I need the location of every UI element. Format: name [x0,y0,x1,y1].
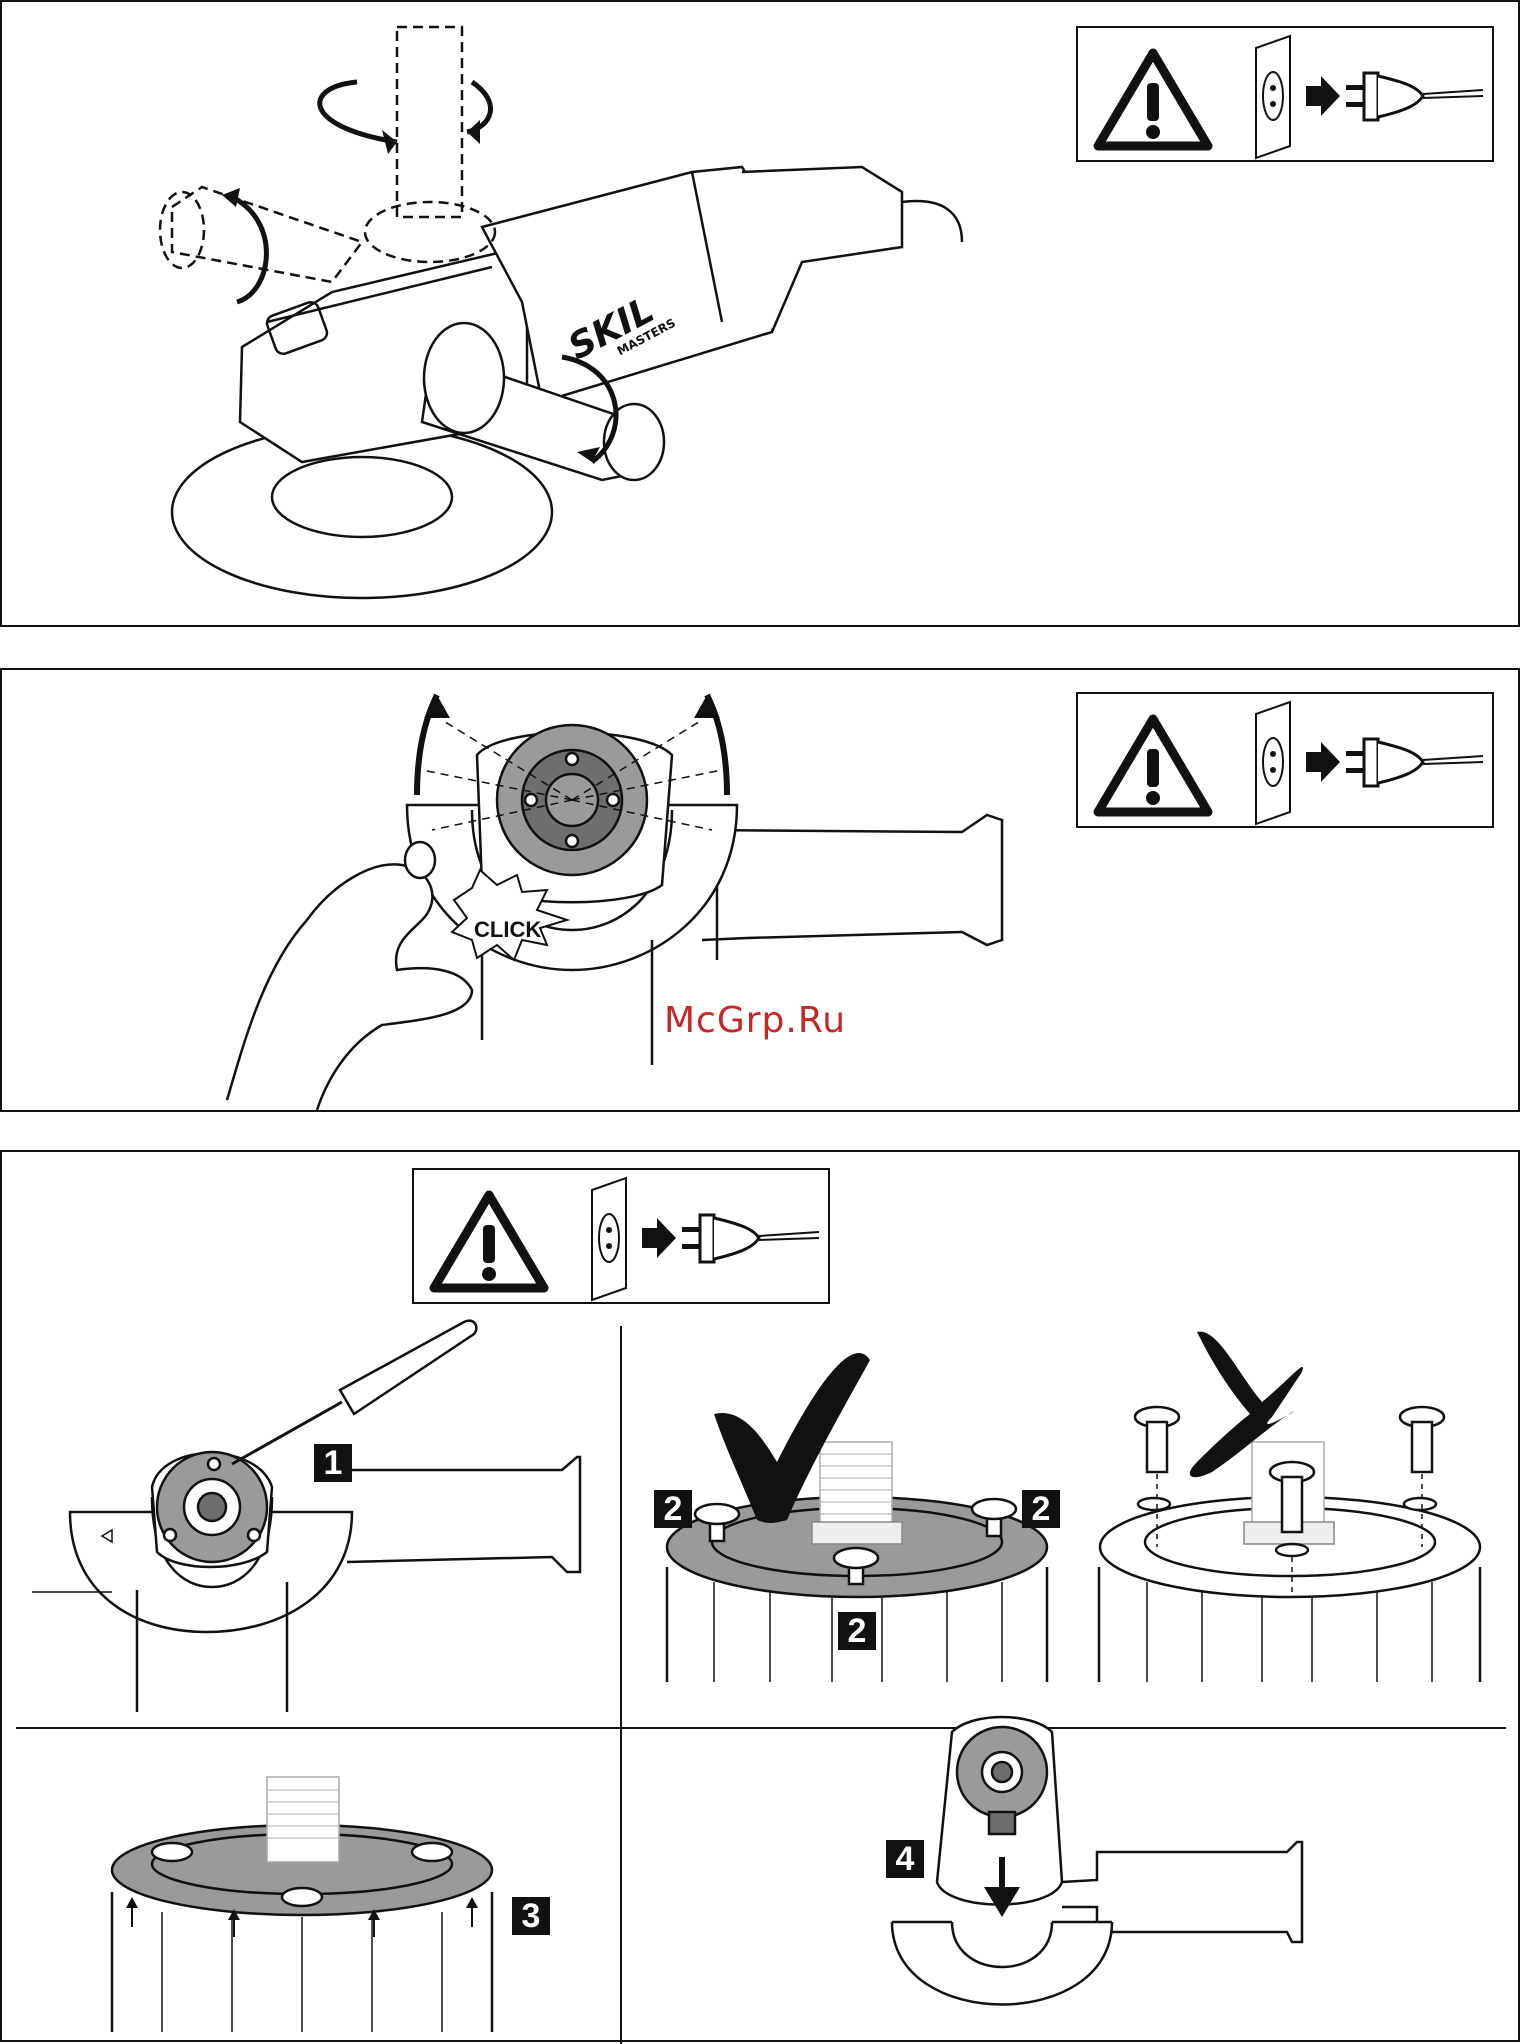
step-badge-2c: 2 [838,1612,876,1650]
mounting-illustrations [2,1152,1520,2044]
step-badge-3: 3 [512,1897,550,1935]
step1-illustration [32,1321,580,1712]
panel-angle-grinder-handle: SKIL MASTERS [0,0,1520,627]
unplug-icon [1256,702,1483,824]
panel-guard-adjust: CLICK McGrp.Ru [0,668,1520,1112]
panel-guard-mounting: 1 2 2 2 3 4 [0,1150,1520,2042]
step-badge-2b: 2 [1022,1490,1060,1528]
step-badge-4: 4 [886,1840,924,1878]
step4-illustration [892,1717,1302,2005]
click-label: CLICK [474,917,541,943]
step-badge-1: 1 [314,1444,352,1482]
warning-triangle-icon [1098,53,1208,146]
warning-unplug-box-2 [1076,692,1494,828]
warning-triangle-icon [1098,719,1208,812]
step-badge-2a: 2 [654,1490,692,1528]
watermark: McGrp.Ru [664,1000,846,1041]
warning-unplug-box [1076,26,1494,162]
unplug-icon [1256,36,1483,158]
step3-illustration [112,1777,492,2032]
step2-wrong-illustration [1099,1407,1480,1682]
